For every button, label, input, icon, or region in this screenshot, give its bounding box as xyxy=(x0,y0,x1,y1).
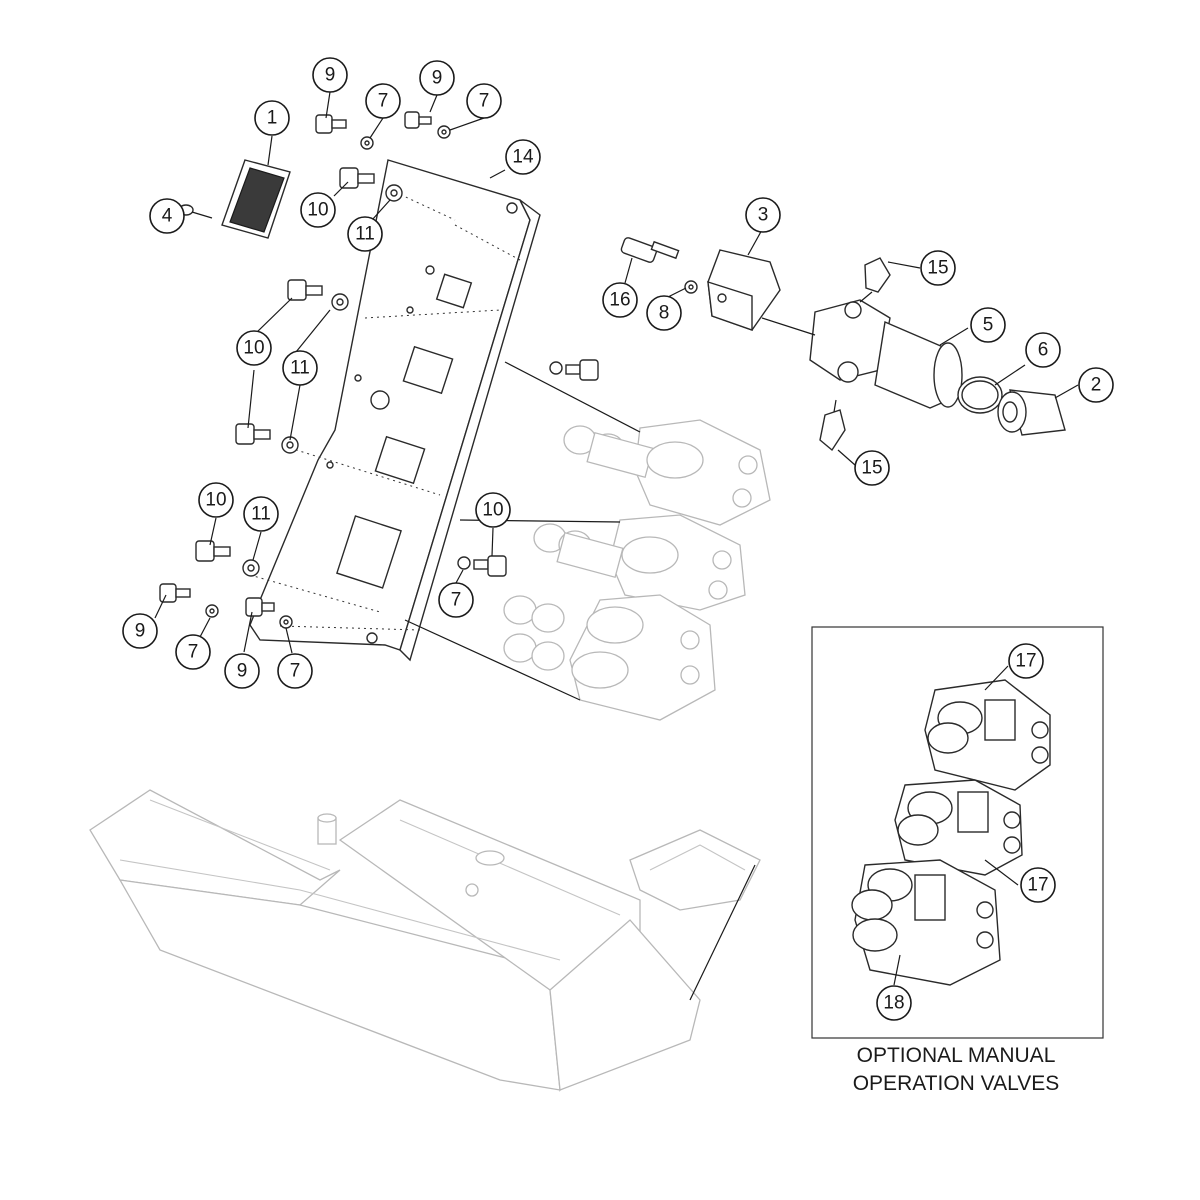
svg-text:3: 3 xyxy=(758,205,769,226)
svg-text:7: 7 xyxy=(451,590,462,611)
callout-18: 18 xyxy=(876,985,912,1021)
svg-text:9: 9 xyxy=(432,68,443,89)
hardware xyxy=(159,111,599,629)
callout-10d: 10 xyxy=(475,492,511,528)
decal-plate xyxy=(221,159,291,239)
callout-17b: 17 xyxy=(1020,867,1056,903)
svg-text:9: 9 xyxy=(237,661,248,682)
leader-lines xyxy=(154,91,1079,986)
svg-text:4: 4 xyxy=(162,206,173,227)
callout-15a: 15 xyxy=(920,250,956,286)
callout-11c: 11 xyxy=(243,496,279,532)
callout-11a: 11 xyxy=(347,216,383,252)
mounting-plate xyxy=(249,159,541,662)
svg-text:11: 11 xyxy=(355,224,375,245)
svg-text:9: 9 xyxy=(325,65,336,86)
callout-5: 5 xyxy=(970,307,1006,343)
callout-3: 3 xyxy=(745,197,781,233)
callout-15b: 15 xyxy=(854,450,890,486)
callout-16: 16 xyxy=(602,282,638,318)
callout-1: 1 xyxy=(254,100,290,136)
svg-text:10: 10 xyxy=(243,338,264,359)
callout-10c: 10 xyxy=(198,482,234,518)
svg-text:10: 10 xyxy=(307,200,328,221)
callout-9a: 9 xyxy=(312,57,348,93)
svg-text:14: 14 xyxy=(512,147,534,168)
callout-6: 6 xyxy=(1025,332,1061,368)
callout-9d: 9 xyxy=(224,653,260,689)
callout-17a: 17 xyxy=(1008,643,1044,679)
svg-text:9: 9 xyxy=(135,621,146,642)
callout-7b: 7 xyxy=(466,83,502,119)
filter-assembly xyxy=(620,237,1066,452)
svg-text:10: 10 xyxy=(205,490,226,511)
svg-text:1: 1 xyxy=(267,108,278,129)
svg-text:2: 2 xyxy=(1091,375,1102,396)
inset-caption-line2: OPERATION VALVES xyxy=(853,1072,1060,1095)
callouts: 1 2 3 4 5 6 7 7 7 7 7 7 8 9 9 9 9 10 10 … xyxy=(122,57,1114,1021)
callout-9b: 9 xyxy=(419,60,455,96)
callout-7a: 7 xyxy=(365,83,401,119)
svg-text:16: 16 xyxy=(609,290,630,311)
svg-text:15: 15 xyxy=(927,258,948,279)
svg-text:17: 17 xyxy=(1027,875,1048,896)
inset-frame xyxy=(811,626,1104,1039)
svg-text:7: 7 xyxy=(479,91,490,112)
valve-stack xyxy=(404,361,771,721)
callout-8: 8 xyxy=(646,295,682,331)
svg-text:8: 8 xyxy=(659,303,670,324)
machine-body-ghost xyxy=(89,789,761,1092)
svg-text:11: 11 xyxy=(290,358,310,379)
callout-7c: 7 xyxy=(438,582,474,618)
svg-text:6: 6 xyxy=(1038,340,1049,361)
svg-text:17: 17 xyxy=(1015,651,1036,672)
callout-10b: 10 xyxy=(236,330,272,366)
svg-text:5: 5 xyxy=(983,315,994,336)
callout-10a: 10 xyxy=(300,192,336,228)
callout-11b: 11 xyxy=(282,350,318,386)
callout-14: 14 xyxy=(505,139,541,175)
svg-text:15: 15 xyxy=(861,458,882,479)
inset-caption-line1: OPTIONAL MANUAL xyxy=(857,1044,1056,1067)
svg-text:11: 11 xyxy=(251,504,271,525)
svg-text:7: 7 xyxy=(188,642,199,663)
svg-text:7: 7 xyxy=(290,661,301,682)
callout-2: 2 xyxy=(1078,367,1114,403)
svg-text:18: 18 xyxy=(883,993,904,1014)
svg-text:7: 7 xyxy=(378,91,389,112)
callout-9c: 9 xyxy=(122,613,158,649)
callout-7e: 7 xyxy=(277,653,313,689)
callout-7d: 7 xyxy=(175,634,211,670)
callout-4: 4 xyxy=(149,198,185,234)
svg-text:10: 10 xyxy=(482,500,503,521)
manual-valves xyxy=(851,679,1051,986)
